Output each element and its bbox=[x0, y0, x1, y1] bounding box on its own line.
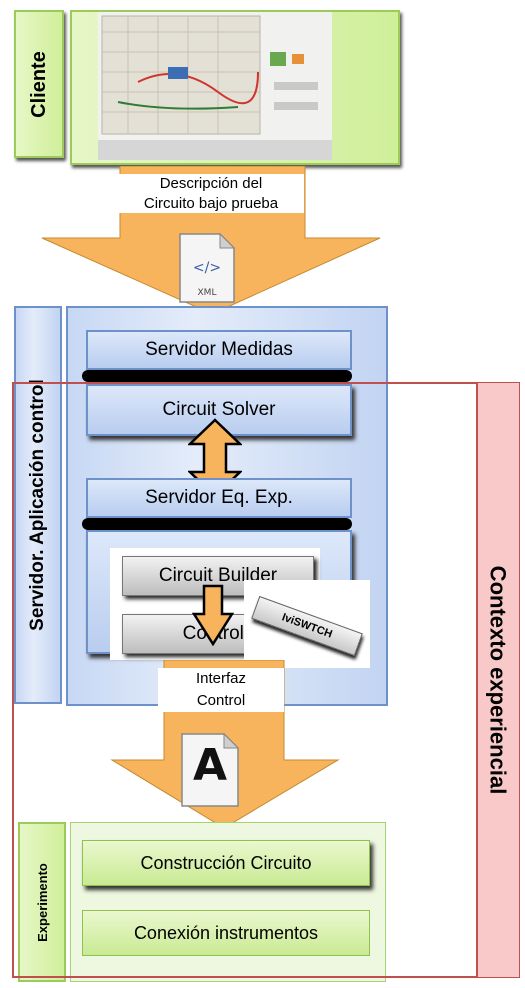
separator-bar-1 bbox=[82, 370, 352, 382]
separator-bar-2 bbox=[82, 518, 352, 530]
xml-file-icon: </> bbox=[179, 232, 236, 303]
font-file-icon bbox=[181, 732, 240, 807]
measures-server-box: Servidor Medidas bbox=[86, 330, 352, 370]
interface-line2: Control bbox=[196, 691, 246, 709]
instrument-connection-box: Conexión instrumentos bbox=[82, 910, 370, 956]
experiment-label-bar bbox=[18, 822, 66, 982]
font-file-letter: A bbox=[192, 740, 228, 791]
context-label: Contexto experiencial bbox=[485, 565, 511, 795]
description-label: Descripción del Circuito bajo prueba bbox=[118, 174, 304, 213]
server-label-bar bbox=[14, 306, 62, 704]
description-line2: Circuito bajo prueba bbox=[143, 194, 279, 212]
client-screenshot bbox=[98, 12, 332, 160]
svg-text:</>: </> bbox=[193, 260, 221, 276]
interface-label: Interfaz Control bbox=[158, 668, 284, 712]
interface-line1: Interfaz bbox=[195, 670, 247, 687]
client-label: Cliente bbox=[27, 50, 50, 118]
circuit-solver-box: Circuit Solver bbox=[86, 384, 352, 436]
circuit-construction-box: Construcción Circuito bbox=[82, 840, 370, 886]
down-arrow-icon bbox=[192, 584, 234, 646]
description-line1: Descripción del bbox=[159, 175, 263, 192]
context-frame bbox=[12, 382, 520, 978]
eq-server-box: Servidor Eq. Exp. bbox=[86, 478, 352, 518]
client-label-bar bbox=[14, 10, 64, 158]
context-label-bar bbox=[476, 383, 519, 977]
xml-caption: XML bbox=[197, 288, 217, 298]
